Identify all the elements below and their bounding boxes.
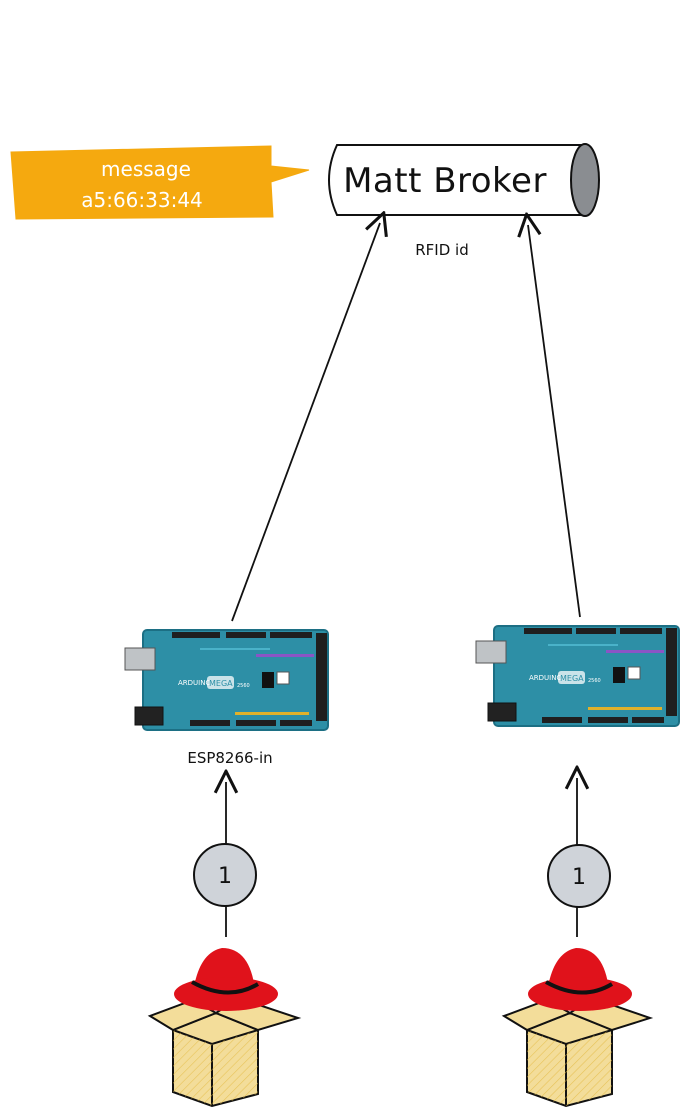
step-badge-right: 1 — [547, 844, 611, 908]
edge-label: RFID id — [415, 241, 468, 259]
arrow-right-board-to-broker — [528, 225, 581, 618]
board-model-left: MEGA — [209, 679, 233, 688]
board-sub-left: 2560 — [237, 683, 250, 689]
callout-line-1: message — [101, 157, 191, 181]
step-badge-left: 1 — [193, 843, 257, 907]
arduino-board-right: ARDUINO MEGA 2560 — [475, 625, 680, 727]
cylinder-end-icon — [570, 143, 600, 217]
redhat-package-icon-left — [147, 948, 302, 1108]
broker-label: Matt Broker — [343, 161, 547, 201]
board-brand-left: ARDUINO — [178, 679, 211, 687]
board-caption-left: ESP8266-in — [187, 749, 272, 767]
callout-line-2: a5:66:33:44 — [81, 188, 203, 212]
mqtt-broker-node: Matt Broker — [328, 143, 600, 217]
board-sub-right: 2560 — [588, 678, 601, 684]
message-callout: message a5:66:33:44 — [10, 145, 310, 220]
step-label-right: 1 — [572, 865, 586, 890]
arduino-board-left: ARDUINO MEGA 2560 ESP8266-in — [124, 629, 329, 767]
board-model-right: MEGA — [560, 674, 584, 683]
arrow-left-board-to-broker — [231, 223, 380, 622]
redhat-package-icon-right — [501, 948, 654, 1108]
board-brand-right: ARDUINO — [529, 674, 562, 682]
step-label-left: 1 — [218, 864, 232, 889]
